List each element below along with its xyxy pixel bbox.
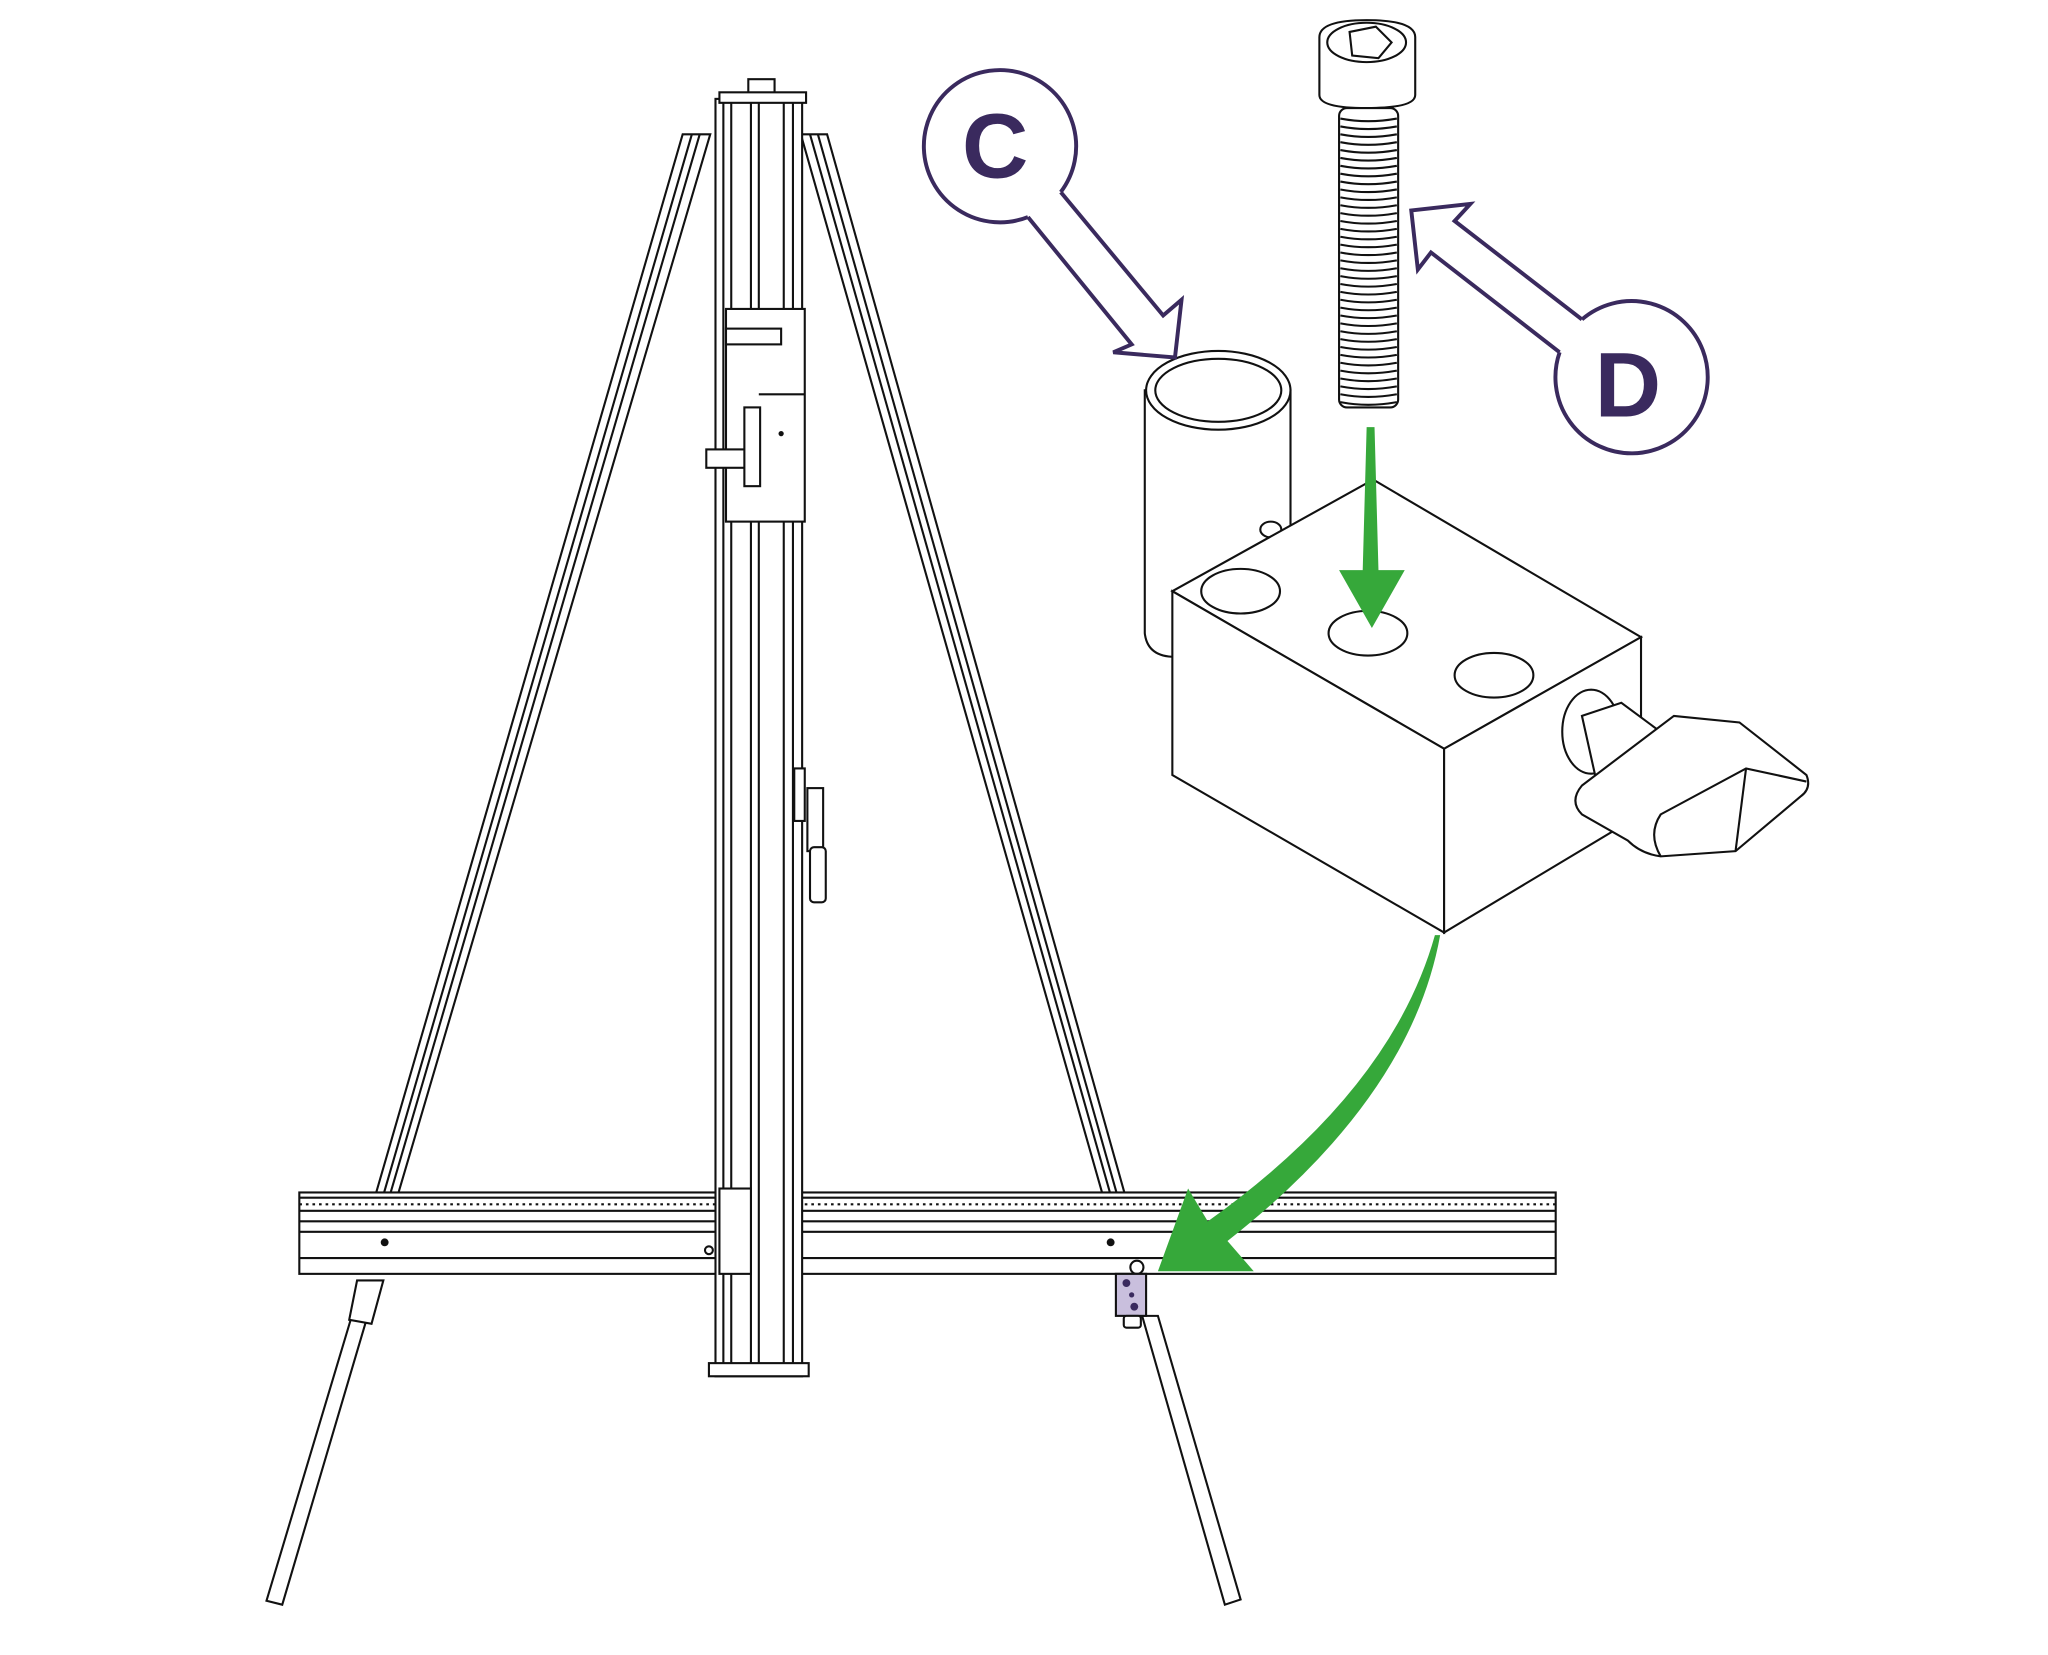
screw-thread — [1340, 322, 1398, 328]
screw-thread — [1340, 204, 1398, 209]
callout-d: D — [1409, 201, 1710, 456]
screw-thread — [1340, 338, 1398, 343]
screw-thread — [1340, 267, 1398, 272]
screw-thread — [1340, 314, 1398, 320]
thumb-knob — [1561, 688, 1810, 858]
insert-arrow — [1339, 427, 1405, 628]
carriage — [705, 307, 806, 523]
callout-label-d: D — [1595, 335, 1661, 437]
screw-thread — [1340, 282, 1398, 288]
screw-thread — [1340, 251, 1398, 257]
easel-right-leg — [799, 133, 1242, 1607]
screw-thread — [1340, 345, 1398, 351]
screw-thread — [1340, 275, 1398, 280]
screw-thread — [1340, 196, 1398, 202]
screw-thread — [1340, 172, 1398, 178]
screw-thread — [1340, 212, 1398, 217]
screw-thread — [1340, 117, 1398, 123]
screw-thread — [1340, 235, 1398, 241]
screw-thread — [1340, 141, 1398, 146]
screw-thread — [1340, 125, 1398, 131]
screw-thread — [1340, 133, 1398, 139]
screw-thread — [1340, 149, 1398, 154]
screw-thread — [1340, 385, 1398, 391]
screw-thread — [1340, 401, 1398, 406]
callout-c: C — [921, 68, 1185, 360]
screw-thread — [1340, 156, 1398, 162]
screw-thread — [1340, 243, 1398, 249]
horizontal-rail — [298, 1191, 1557, 1275]
cap-screw — [1318, 19, 1417, 409]
screw-thread — [1340, 164, 1398, 170]
mast-handle — [793, 767, 827, 904]
screw-thread — [1340, 306, 1398, 312]
screw-thread — [1340, 180, 1398, 186]
screw-thread — [1340, 393, 1398, 398]
screw-thread — [1340, 290, 1398, 296]
screw-thread — [1340, 219, 1398, 225]
screw-thread — [1340, 369, 1398, 375]
screw-thread — [1340, 298, 1398, 304]
easel-left-leg — [265, 133, 712, 1606]
screw-thread — [1340, 330, 1398, 335]
vertical-mast — [707, 78, 810, 1378]
screw-thread — [1340, 353, 1398, 359]
screw-thread — [1340, 188, 1398, 194]
screw-thread — [1340, 377, 1398, 383]
rail-bracket — [1114, 1272, 1148, 1329]
screw-thread — [1340, 259, 1398, 265]
screw-thread — [1340, 361, 1398, 367]
placement-arrow — [1157, 935, 1441, 1272]
screw-thread — [1340, 227, 1398, 233]
callout-label-c: C — [962, 96, 1028, 198]
